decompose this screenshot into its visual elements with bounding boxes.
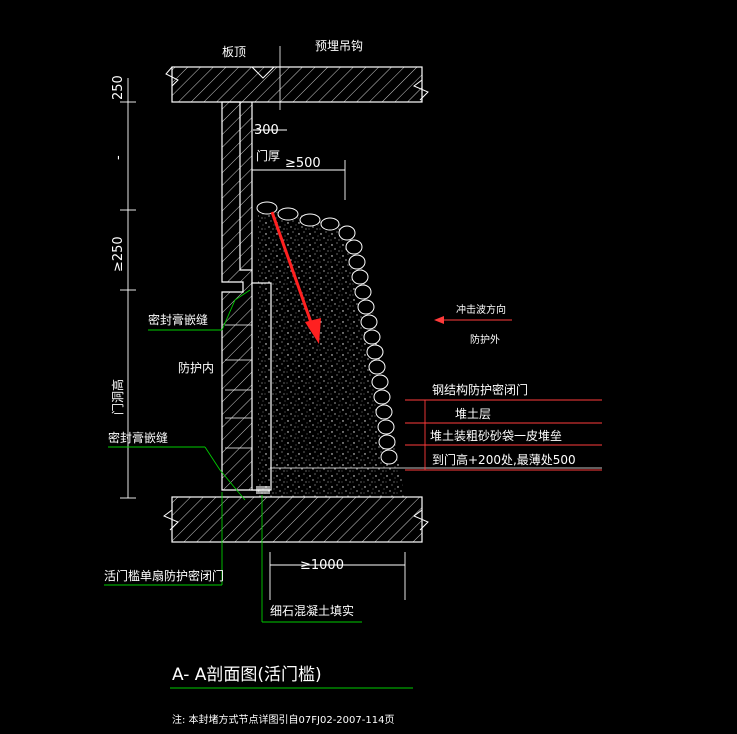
impact-direction-arrow: [434, 316, 512, 324]
soil-layer-label: 堆土层: [455, 407, 491, 421]
dim-300: 300: [254, 123, 279, 138]
dim-250: ≥250: [111, 236, 126, 272]
top-slab: [165, 66, 429, 103]
sandbag-label: 堆土装粗砂砂袋一皮堆垒: [430, 429, 562, 443]
sandbag-chain: [256, 201, 398, 465]
annotation-arrow: [270, 211, 321, 344]
leader-lines-white: [270, 46, 602, 469]
hook-label: 预埋吊钩: [315, 39, 363, 53]
dim-500: ≥500: [285, 156, 321, 171]
leader-lines-green: [104, 289, 413, 689]
door-height-label: 门洞高: [110, 379, 125, 415]
protect-inside-label: 防护内: [178, 360, 214, 375]
dimension-lines: [120, 78, 406, 600]
slab-top-label: 板顶: [222, 45, 246, 59]
dim-dash: -: [111, 155, 126, 160]
drawing-title: A- A剖面图(活门槛): [172, 665, 322, 685]
protect-outside-label: 防护外: [470, 333, 500, 346]
callout-lines-red: [405, 399, 602, 471]
dim-250-top: 250: [111, 75, 126, 100]
door-thickness-label: 门厚: [256, 148, 280, 163]
dim-1000: ≥1000: [300, 558, 344, 573]
soil-fill: [258, 210, 405, 497]
fill-height-label: 到门高+200处,最薄处500: [432, 452, 576, 467]
sealant-lower-label: 密封膏嵌缝: [108, 430, 168, 445]
impact-direction-label: 冲击波方向: [456, 303, 506, 316]
sealant-upper-label: 密封膏嵌缝: [148, 312, 208, 327]
steel-door-label: 钢结构防护密闭门: [432, 382, 528, 397]
fine-concrete-label: 细石混凝土填实: [270, 603, 354, 618]
threshold-door-label: 活门槛单扇防护密闭门: [104, 568, 224, 583]
bottom-slab: [163, 496, 429, 543]
drawing-note: 注: 本封堵方式节点详图引自07FJ02-2007-114页: [172, 713, 394, 726]
